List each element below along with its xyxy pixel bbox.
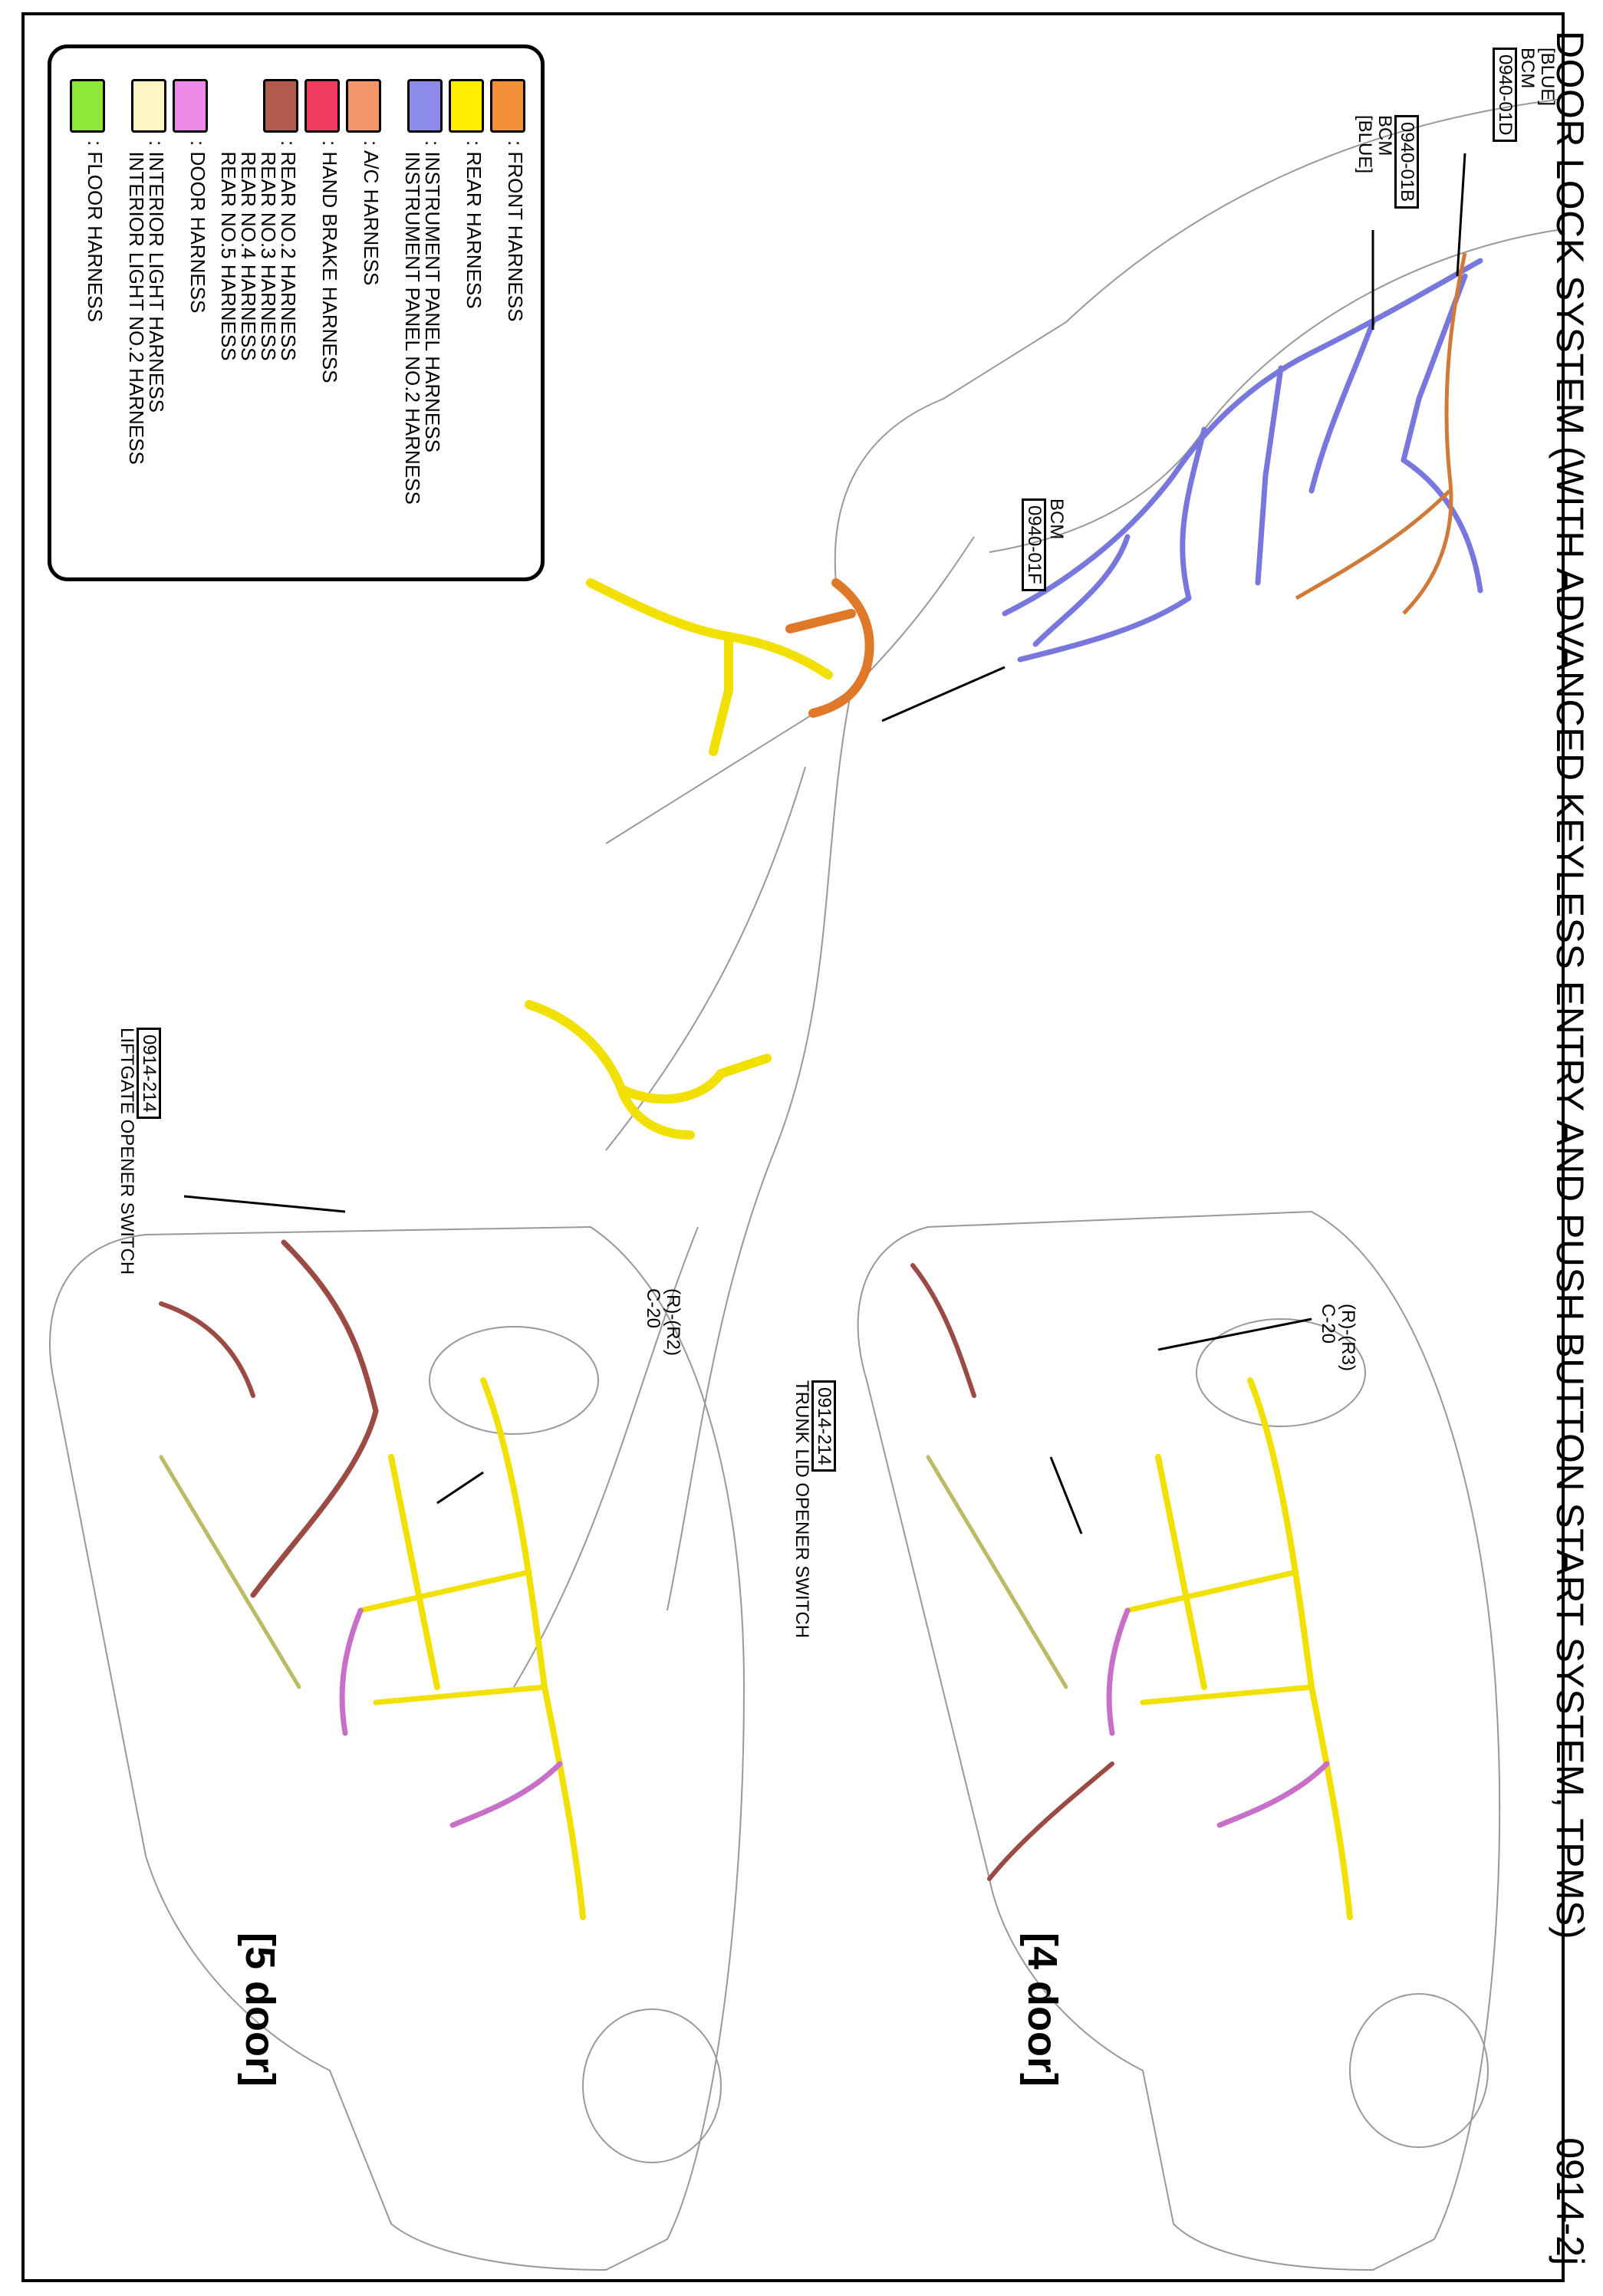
legend-swatch: [407, 79, 443, 133]
car-4door-harness: [910, 1263, 1353, 1920]
front-harness-upper: [1295, 252, 1467, 615]
car-4door-outline: [857, 1210, 1501, 2271]
label-5-door: [5 door]: [237, 1933, 283, 2087]
legend-item-door-harness: : DOOR HARNESS: [173, 79, 209, 313]
instrument-panel-harness: [1002, 258, 1483, 663]
callout-bcm-d-color: [BLUE]: [1537, 48, 1558, 107]
callout-c20-4door-code: C-20: [1318, 1304, 1338, 1344]
connector-code-0940-01f: 0940-01F: [1022, 498, 1046, 591]
legend-item-rear-no2-harness: : REAR NO.2 HARNESS REAR NO.3 HARNESS RE…: [217, 79, 300, 361]
legend-item-instrument-panel-harness: : INSTRUMENT PANEL HARNESS INSTRUMENT PA…: [401, 79, 444, 505]
legend-swatch: [304, 79, 340, 133]
legend-item-floor-harness: : FLOOR HARNESS: [70, 79, 107, 322]
callout-bcm-d-label: BCM: [1517, 48, 1538, 89]
legend-item-ac-harness: : A/C HARNESS: [346, 79, 383, 285]
connector-code-0914-214-trunk: 0914-214: [811, 1380, 836, 1472]
callout-c20-5door-pins: (R)-(R2): [663, 1288, 683, 1356]
rear-harness-front: [525, 578, 833, 1140]
callout-c20-5door-code: C-20: [643, 1288, 663, 1329]
callout-trunk-label: TRUNK LID OPENER SWITCH: [792, 1380, 812, 1639]
connector-code-0914-214-liftgate: 0914-214: [137, 1028, 161, 1120]
legend-item-hand-brake-harness: : HAND BRAKE HARNESS: [304, 79, 341, 383]
connector-code-0940-01b: 0940-01B: [1394, 115, 1419, 209]
callout-bcm-0940-01b: 0940-01B BCM [BLUE]: [1354, 115, 1419, 209]
callout-bcm-f-label: BCM: [1046, 498, 1067, 540]
legend-item-interior-light-harness: : INTERIOR LIGHT HARNESS INTERIOR LIGHT …: [125, 79, 168, 465]
callout-bcm-0940-01f: BCM 0940-01F: [1022, 498, 1067, 591]
callout-liftgate-opener-switch: 0914-214 LIFTGATE OPENER SWITCH: [117, 1028, 161, 1275]
callout-c20-4door: (R)-(R3) C-20: [1318, 1304, 1358, 1371]
front-harness-lower: [785, 578, 874, 718]
legend-swatch: [70, 79, 105, 133]
connector-code-0940-01d: 0940-01D: [1493, 48, 1517, 143]
callout-bcm-0940-01d: [BLUE] BCM 0940-01D: [1493, 48, 1558, 143]
legend-item-front-harness: : FRONT HARNESS: [490, 79, 527, 321]
legend-swatch: [263, 79, 298, 133]
callout-bcm-b-color: [BLUE]: [1354, 115, 1375, 174]
legend-swatch: [173, 79, 208, 133]
legend-swatch: [490, 79, 525, 133]
callout-liftgate-label: LIFTGATE OPENER SWITCH: [117, 1028, 137, 1275]
legend-swatch: [449, 79, 484, 133]
instrument-panel-outline: [513, 99, 1558, 1688]
callout-bcm-b-label: BCM: [1374, 115, 1395, 156]
car-5door-outline: [49, 1225, 746, 2271]
callout-leaders: [183, 153, 1466, 1535]
legend-item-rear-harness: : REAR HARNESS: [449, 79, 486, 309]
legend-swatch: [346, 79, 381, 133]
harness-color-legend: : FRONT HARNESS : REAR HARNESS : INSTRUM…: [48, 44, 545, 581]
legend-swatch: [131, 79, 166, 133]
label-4-door: [4 door]: [1019, 1933, 1065, 2087]
callout-c20-5door: (R)-(R2) C-20: [643, 1288, 683, 1356]
callout-trunk-lid-opener-switch: 0914-214 TRUNK LID OPENER SWITCH: [792, 1380, 836, 1638]
car-5door-harness: [159, 1239, 586, 1920]
callout-c20-4door-pins: (R)-(R3): [1338, 1304, 1358, 1371]
page-frame: [21, 12, 1565, 2282]
